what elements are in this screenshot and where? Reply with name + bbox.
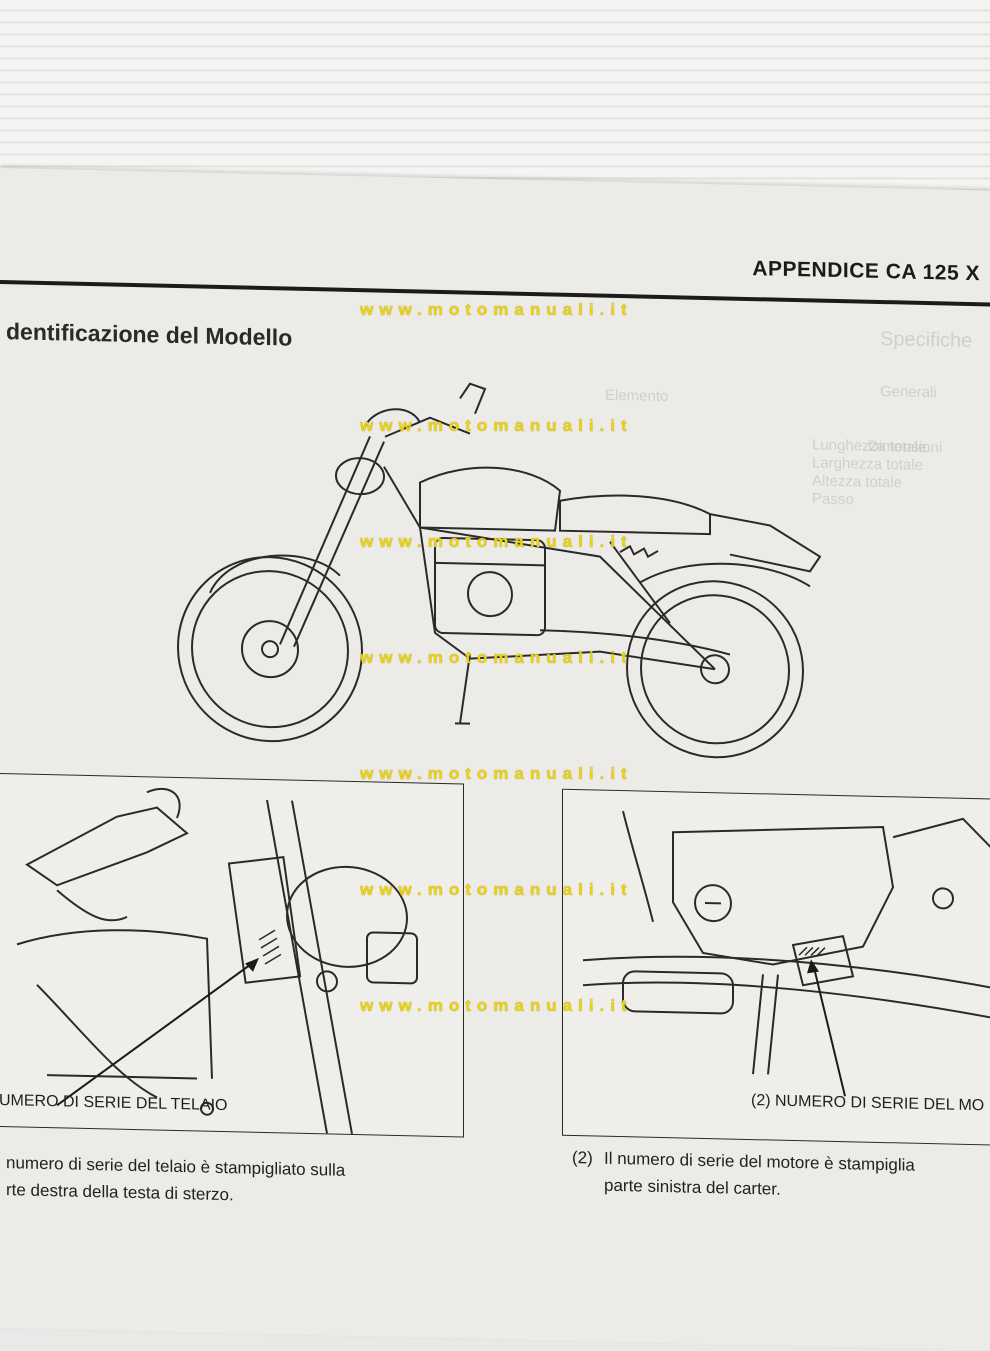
watermark-text: www.motomanuali.it xyxy=(360,648,633,668)
ghost-text: Specifiche xyxy=(880,328,972,353)
section-title: dentificazione del Modello xyxy=(6,318,292,351)
engine-case-drawing xyxy=(563,790,990,1145)
watermark-text: www.motomanuali.it xyxy=(360,996,633,1016)
background-surface xyxy=(0,0,990,200)
ghost-text: Generali xyxy=(880,383,937,401)
engine-serial-figure: (2) NUMERO DI SERIE DEL MO xyxy=(562,789,990,1146)
watermark-text: www.motomanuali.it xyxy=(360,764,633,784)
watermark-text: www.motomanuali.it xyxy=(360,880,633,900)
engine-caption-line-2: parte sinistra del carter. xyxy=(604,1174,781,1202)
frame-serial-figure: UMERO DI SERIE DEL TELAIO xyxy=(0,773,464,1138)
page-header-title: APPENDICE CA 125 X xyxy=(752,257,980,286)
engine-caption-marker: (2) xyxy=(572,1146,593,1170)
frame-caption-line-1: numero di serie del telaio è stampigliat… xyxy=(6,1151,345,1183)
watermark-text: www.motomanuali.it xyxy=(360,300,633,320)
frame-caption-line-2: rte destra della testa di sterzo. xyxy=(6,1178,234,1207)
engine-caption-line-1: Il numero di serie del motore è stampigl… xyxy=(604,1147,915,1178)
steering-head-drawing xyxy=(0,774,463,1137)
watermark-text: www.motomanuali.it xyxy=(360,416,633,436)
watermark-text: www.motomanuali.it xyxy=(360,532,633,552)
manual-page: APPENDICE CA 125 X dentificazione del Mo… xyxy=(0,168,990,1350)
